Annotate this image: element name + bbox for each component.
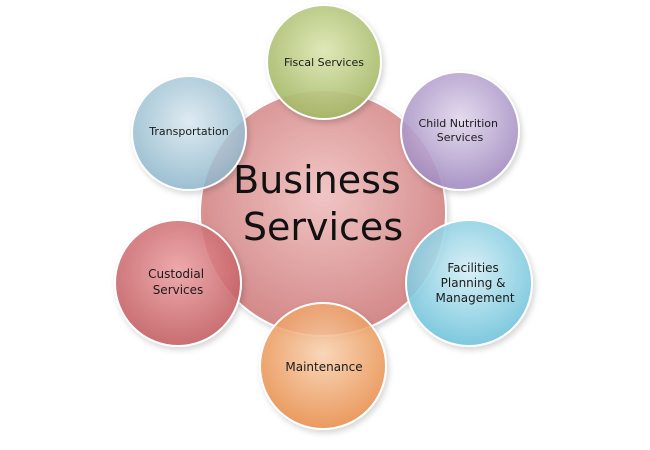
node-transportation-circle (131, 75, 247, 191)
node-child-nutrition-label: Child Nutrition Services (419, 117, 502, 144)
node-custodial: Custodial Services (114, 219, 242, 347)
node-custodial-circle (114, 219, 242, 347)
node-custodial-label-line-1: Custodial (148, 267, 204, 281)
node-maintenance: Maintenance (259, 302, 387, 430)
node-facilities-label: Facilities Planning & Management (435, 261, 514, 305)
center-title-line-2: Services (243, 205, 403, 249)
node-custodial-label-line-2: Services (153, 283, 204, 297)
node-child-nutrition-label-line-1: Child Nutrition (419, 117, 498, 130)
node-maintenance-label: Maintenance (285, 360, 362, 374)
node-fiscal-circle (266, 4, 382, 120)
center-title: Business Services (233, 158, 413, 249)
node-child-nutrition: Child Nutrition Services (400, 71, 520, 191)
node-fiscal: Fiscal Services (266, 4, 382, 120)
node-fiscal-label-line-1: Fiscal Services (284, 56, 364, 69)
node-fiscal-label: Fiscal Services (284, 56, 364, 69)
center-title-line-1: Business (233, 158, 401, 202)
node-child-nutrition-circle (400, 71, 520, 191)
node-facilities-label-line-1: Facilities (447, 261, 498, 275)
node-facilities-label-line-2: Planning & (441, 276, 506, 290)
node-maintenance-label-line-1: Maintenance (285, 360, 362, 374)
node-facilities-circle (405, 219, 533, 347)
node-transportation-label: Transportation (148, 125, 228, 138)
node-transportation-label-line-1: Transportation (148, 125, 228, 138)
node-transportation: Transportation (131, 75, 247, 191)
node-child-nutrition-label-line-2: Services (437, 131, 484, 144)
node-facilities: Facilities Planning & Management (405, 219, 533, 347)
node-custodial-label: Custodial Services (148, 267, 208, 297)
node-maintenance-circle (259, 302, 387, 430)
center-node: Business Services (199, 89, 447, 337)
node-facilities-label-line-3: Management (435, 291, 514, 305)
